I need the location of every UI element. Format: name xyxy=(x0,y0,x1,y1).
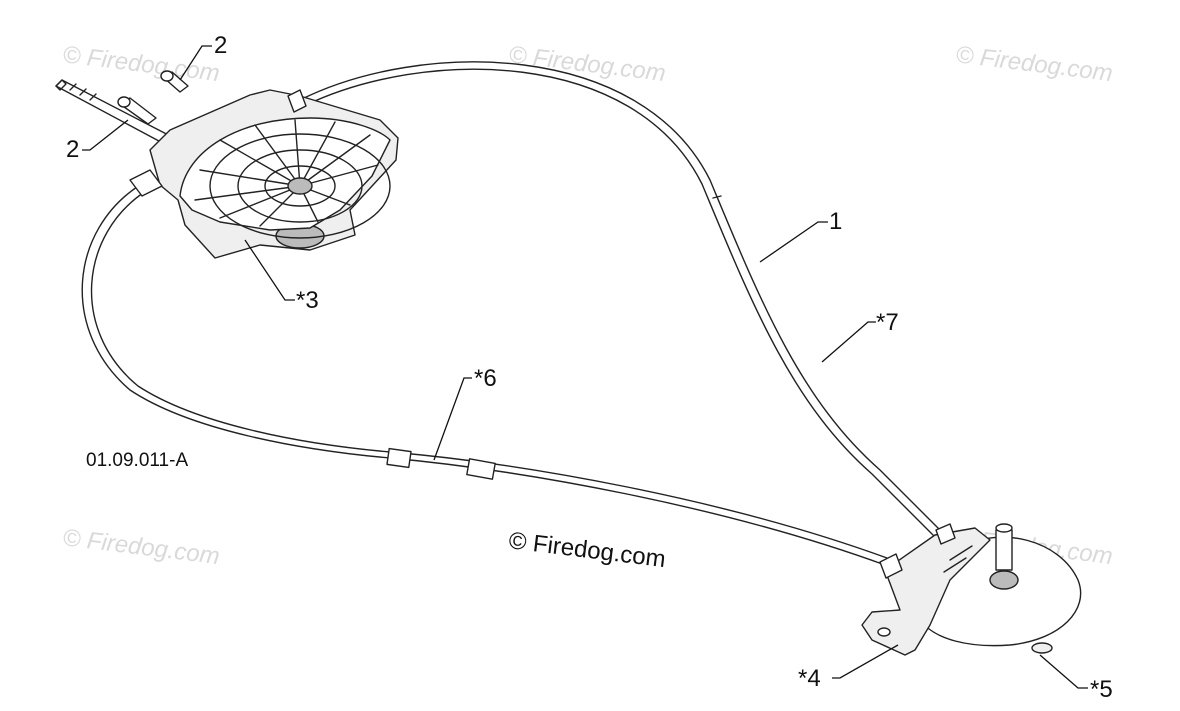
watermark-bottom-left: © Firedog.com xyxy=(61,524,221,570)
shifter-assembly xyxy=(129,89,399,259)
callout-cable: 1 xyxy=(829,208,842,235)
leader-lines xyxy=(82,45,1088,689)
cable-end-top xyxy=(287,89,307,113)
cable-end-left xyxy=(129,169,163,197)
watermark-top-right: © Firedog.com xyxy=(954,41,1114,87)
callouts: 2 2 *3 1 *7 *6 *4 *5 xyxy=(66,32,1113,703)
stud-nut xyxy=(989,570,1019,590)
bracket-assembly xyxy=(861,523,1082,656)
callout-bolt-top: 2 xyxy=(214,32,227,59)
stud xyxy=(995,529,1013,571)
watermark-main: © Firedog.com xyxy=(507,527,667,573)
bolt-top xyxy=(160,70,189,93)
mount-bracket xyxy=(861,527,991,656)
callout-cable-lower: *6 xyxy=(474,365,497,392)
cam-foot xyxy=(1031,642,1053,654)
cable-ferrule-right xyxy=(466,458,496,480)
cable-ferrule-left xyxy=(386,447,412,469)
diagram-reference-code: 01.09.011-A xyxy=(86,450,188,471)
callout-cable-upper: *7 xyxy=(876,309,899,336)
callout-shifter-assembly: *3 xyxy=(296,287,319,314)
cable-lower xyxy=(81,184,888,566)
watermark-top-center: © Firedog.com xyxy=(507,41,667,87)
cable-upper xyxy=(299,61,946,540)
callout-mount-bracket: *4 xyxy=(798,665,821,692)
callout-cam-plate: *5 xyxy=(1090,676,1113,703)
hub-nut xyxy=(287,177,313,195)
bolt-left xyxy=(117,96,157,125)
watermark-top-left: © Firedog.com xyxy=(61,41,221,87)
callout-bolt-left: 2 xyxy=(66,136,79,163)
